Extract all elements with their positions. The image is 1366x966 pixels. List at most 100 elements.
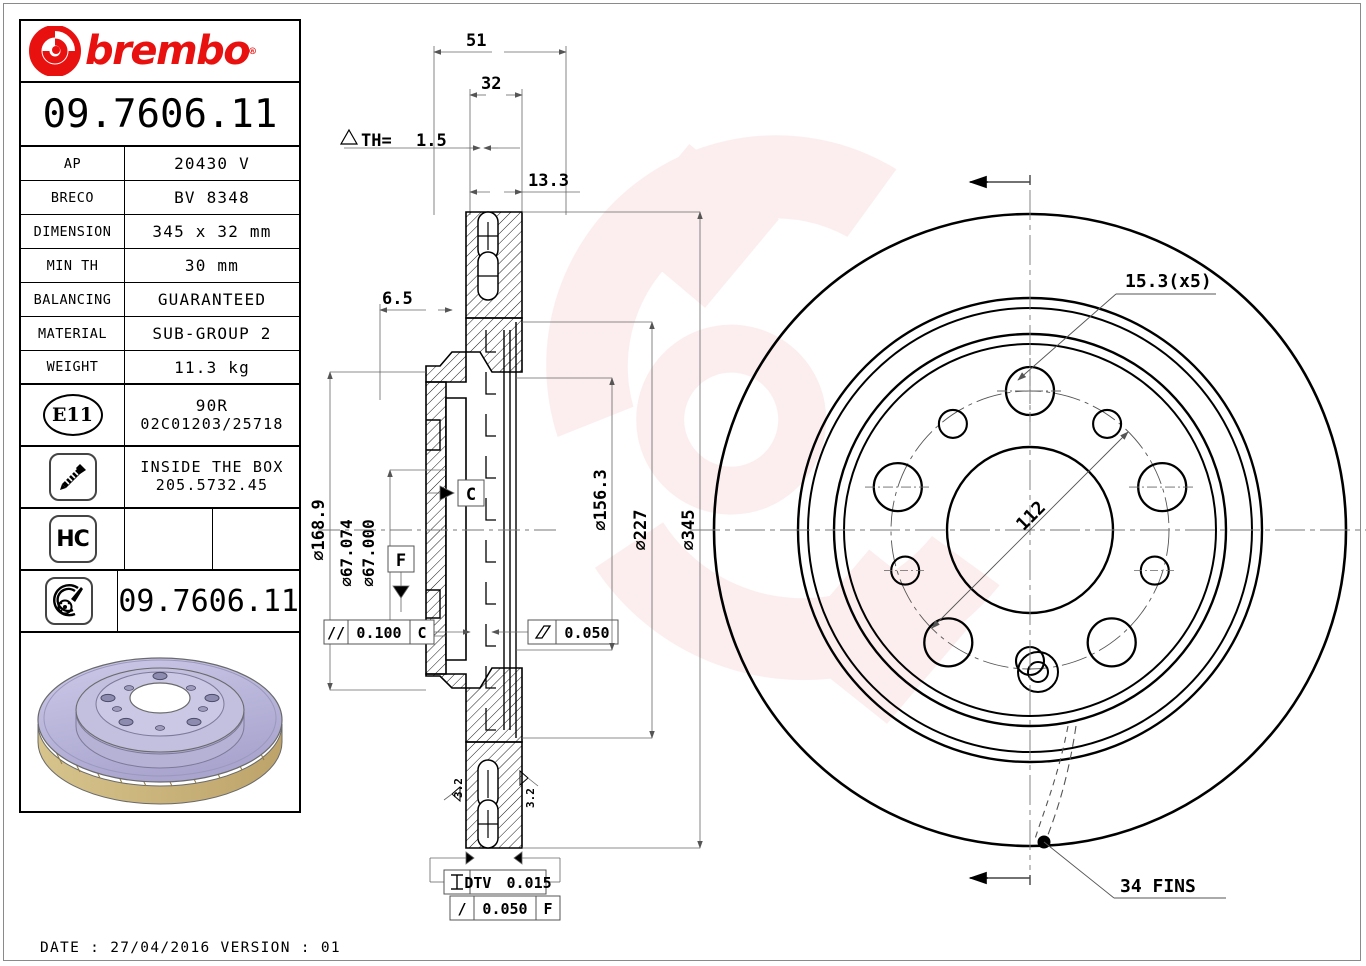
dim-overall-width: 51 [466,31,486,51]
e11-label: E11 [52,404,93,426]
brembo-logo-icon [29,26,81,76]
row-value-cell: GUARANTEED [125,283,299,316]
dim-dia-156-3: ∅156.3 [591,469,611,530]
parallelism-value: 0.100 [356,624,401,642]
table-row: WEIGHT 11.3 kg [21,351,299,385]
annot-bolt-circle: 112 [1012,497,1050,535]
hc-badge-icon-cell: HC [21,509,125,569]
high-carbon-row: HC [21,509,299,571]
screw-line2: 205.5732.45 [155,476,269,494]
hc-label: HC [56,526,90,552]
row-value-cell: 11.3 kg [125,351,299,383]
part-number-row: 09.7606.11 [21,83,299,147]
screw-icon [48,453,97,501]
row-label-cell: BRECO [21,181,125,214]
surface-finish-right: 3.2 [524,788,537,808]
homologation-line1: 90R [195,395,229,415]
dim-dia-67-000: ∅67.000 [359,519,378,586]
row-label: MATERIAL [37,325,108,342]
row-label-cell: MATERIAL [21,317,125,350]
hc-badge-icon: HC [48,515,97,563]
table-row: MATERIAL SUB-GROUP 2 [21,317,299,351]
svg-text:TH=: TH= [361,131,392,151]
annot-hole-dia: 15.3(x5) [1125,271,1212,292]
row-value: SUB-GROUP 2 [152,324,272,343]
parallelism-datum: C [417,624,426,642]
product-photo-row [21,633,299,811]
table-row: MIN TH 30 mm [21,249,299,283]
locating-pin [1017,651,1059,693]
dim-dia-345: ∅345 [679,510,699,551]
brand-wordmark: brembo [85,28,251,74]
row-value: 20430 V [174,154,250,173]
row-value: 345 x 32 mm [152,222,272,241]
fin-curve-outer [1045,725,1077,841]
brand-registered-mark: ® [249,44,256,58]
row-value-cell: SUB-GROUP 2 [125,317,299,350]
datum-f-label: F [396,551,406,571]
row-value: 11.3 kg [174,357,250,377]
row-value: GUARANTEED [157,290,267,309]
runout-datum: F [543,900,552,918]
screw-value-cell: INSIDE THE BOX 205.5732.45 [125,447,299,507]
screw-row: INSIDE THE BOX 205.5732.45 [21,447,299,509]
dtv-label: DTV [464,874,491,892]
row-label-cell: DIMENSION [21,215,125,248]
fin-curve-inner [1033,725,1069,843]
dtv-value: 0.015 [506,874,551,892]
row-label-cell: AP [21,147,125,180]
product-photo-cell [21,633,299,811]
e11-circle-icon-cell: E11 [21,385,125,445]
disc-row: 09.7606.11 [21,571,299,633]
date-version-footer: DATE : 27/04/2016 VERSION : 01 [40,940,341,956]
row-label-cell: BALANCING [21,283,125,316]
row-value-cell: 20430 V [125,147,299,180]
row-value: 30 mm [184,256,240,275]
brake-disc-icon-cell [21,571,119,631]
svg-text:DTV 0.015: DTV 0.015 [464,874,551,892]
row-label: AP [63,155,82,172]
flatness-value: 0.050 [564,624,609,642]
parallelism-symbol: // [327,624,345,642]
screw-icon-cell [21,447,125,507]
runout-symbol: / [457,900,466,918]
row-value-cell: BV 8348 [125,181,299,214]
dim-dia-67-074: ∅67.074 [337,519,356,586]
part-number: 09.7606.11 [42,91,278,137]
row-label: MIN TH [46,257,99,274]
screw-line1: INSIDE THE BOX [140,458,284,477]
row-label: BALANCING [33,291,112,308]
table-row: AP 20430 V [21,147,299,181]
disc-part-number-cell: 09.7606.11 [118,571,299,631]
table-row: DIMENSION 345 x 32 mm [21,215,299,249]
row-value-cell: 30 mm [125,249,299,282]
brand-logo-row: brembo® [21,21,299,83]
sheet-border [3,3,1361,961]
row-label-cell: MIN TH [21,249,125,282]
annot-fins: 34 FINS [1120,876,1196,897]
row-value: BV 8348 [174,188,250,207]
row-label: DIMENSION [33,223,112,240]
row-label: BRECO [50,189,95,206]
brake-disc-3d-render [37,657,283,805]
brake-disc-icon [45,577,94,625]
dim-th-delta: 1.5 [416,131,447,151]
row-label: WEIGHT [46,359,99,375]
row-value-cell: 345 x 32 mm [125,215,299,248]
dim-6-5: 6.5 [382,289,413,309]
disc-part-number: 09.7606.11 [118,583,299,619]
runout-value: 0.050 [482,900,527,918]
hc-empty-cell-left [125,509,213,569]
e11-circle-icon: E11 [42,394,103,436]
datum-c-label: C [466,485,476,505]
spec-table: brembo® 09.7606.11 AP 20430 V BRECO BV 8… [19,19,301,813]
table-row: BALANCING GUARANTEED [21,283,299,317]
dim-13-3: 13.3 [528,171,569,191]
high-carbon-empty-cells [125,509,299,569]
homologation-row: E11 90R 02C01203/25718 [21,385,299,447]
dim-hat-width: 32 [481,74,501,94]
homologation-value-cell: 90R 02C01203/25718 [125,385,299,445]
table-row: BRECO BV 8348 [21,181,299,215]
